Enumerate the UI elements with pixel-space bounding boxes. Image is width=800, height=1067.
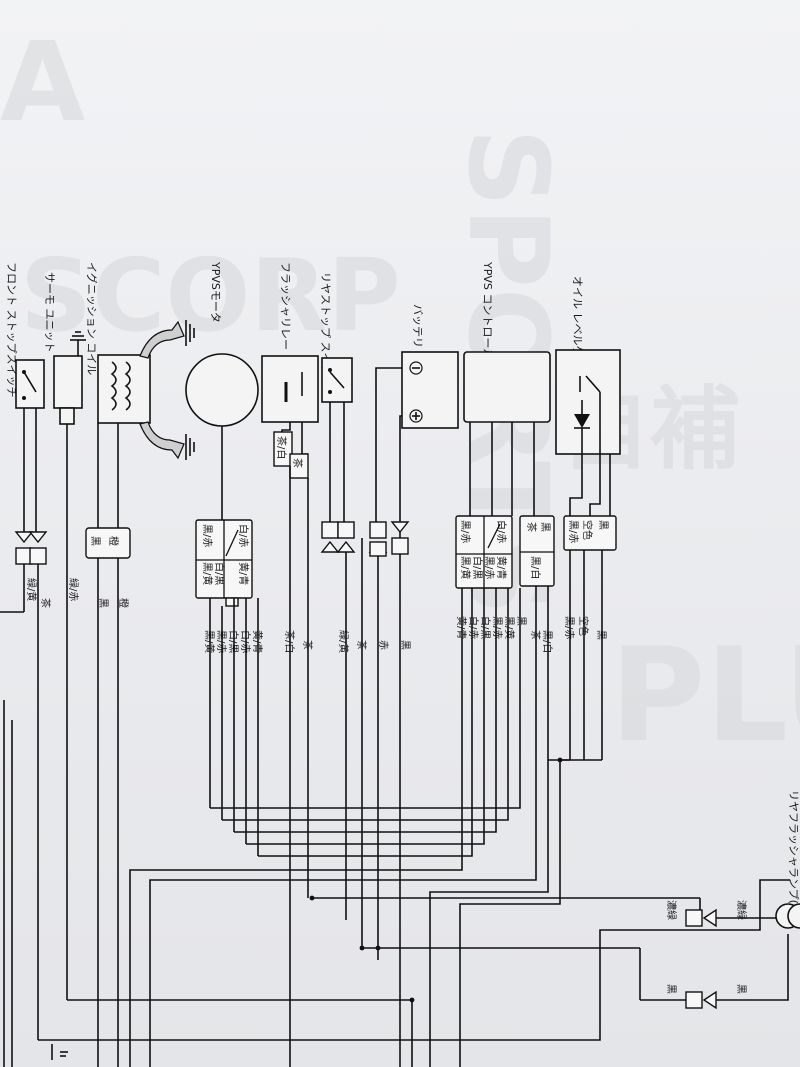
wire-label: 白/赤 [239, 630, 252, 653]
wire-label: 茶/白 [283, 630, 296, 653]
wire-label: 黒 [595, 630, 607, 640]
wire-label: 濃緑 [735, 900, 748, 920]
ypvs-motor [185, 353, 259, 427]
ypvs-motor-pin-2: 白/黒 [213, 562, 226, 585]
wire-label: 黒/黄 [503, 616, 516, 639]
ignition-coil-connector: 黒 橙 [85, 527, 131, 559]
ignition-coil-label: イグニッション コイル [85, 262, 99, 375]
ground-symbol [51, 1044, 68, 1060]
oil-connector-pin-3: 黒 [597, 520, 609, 530]
wire-label: 黒 [97, 598, 109, 608]
ypvs-control-pin-3: 黒/赤 [483, 556, 495, 579]
ypvs-control-unit [463, 351, 551, 423]
ypvs-control-pin-2: 白/黒 [471, 556, 484, 579]
oil-level-gauge [555, 349, 621, 455]
wire-label: 緑/黄 [25, 578, 38, 601]
ypvs-control-pin-4: 黒/赤 [459, 520, 471, 543]
flasher-relay-connector: 茶/白 茶 [273, 431, 309, 479]
wire-label: 赤 [377, 640, 389, 650]
flasher-connector-pin-1: 茶/白 [275, 436, 288, 459]
wire-labels: 緑/黄 茶 緑/赤 黒 橙 黒/黄 黒/赤 白/黒 白/赤 黄/青 茶/白 茶 … [25, 578, 748, 994]
lower-wires [0, 466, 790, 1067]
wire-label: 茶 [355, 640, 368, 650]
ypvs-control-pin-1: 黒/黄 [459, 556, 472, 579]
rear-switch-couplers [320, 521, 410, 557]
ypvs-motor-pin-4: 黒/赤 [201, 524, 213, 547]
wire-label: 茶 [39, 598, 52, 608]
wire-label: 黄/青 [251, 630, 264, 653]
ypvs-motor-pin-5: 白/赤 [237, 524, 250, 547]
wire-label: 緑/黄 [337, 630, 350, 653]
upper-wires [23, 367, 611, 580]
ghost-text-3: SCORP [20, 237, 401, 354]
wire-label: 緑/赤 [67, 578, 80, 601]
wire-label: 黒 [399, 640, 411, 650]
oil-connector-pin-2: 空色 [581, 520, 594, 540]
flasher-connector-pin-2: 茶 [291, 458, 304, 468]
wire-label: 茶 [301, 640, 314, 650]
ghost-text-5: PLU [610, 619, 800, 771]
oil-connector-pin-1: 黒/赤 [567, 520, 579, 543]
ypvs-motor-label: YPVSモータ [209, 261, 222, 323]
rear-flasher-lamp [685, 903, 800, 1010]
flasher-relay-label: フラッシャリレー [279, 262, 292, 350]
ypvs-small-pin-1: 茶 [525, 522, 538, 532]
wire-label: 白/赤 [467, 616, 480, 639]
wire-label: 黒/赤 [215, 630, 227, 653]
ypvs-control-pin-5: 黄/青 [495, 556, 508, 579]
thermo-unit [53, 331, 86, 425]
front-stop-switch-label: フロント ストップスイッチ [5, 262, 18, 398]
wire-label: 黒 [735, 984, 747, 994]
ypvs-motor-connector: 黒/黄 白/黒 黄/青 黒/赤 白/赤 [195, 519, 253, 607]
front-stop-switch [15, 359, 45, 409]
ignition-coil [97, 320, 195, 460]
ypvs-motor-pin-1: 黒/黄 [201, 562, 214, 585]
rear-flasher-lamp-label: リヤフラッシャランプ(右) [787, 790, 800, 919]
wire-label: 黒/黄 [203, 630, 216, 653]
ignition-connector-pin-1: 黒 [89, 536, 101, 546]
wire-label: 黒 [515, 616, 527, 626]
wire-label: 黒/赤 [563, 616, 575, 639]
rear-stop-switch-label: リヤストップ スイッチ [319, 272, 332, 386]
ignition-connector-pin-2: 橙 [107, 536, 120, 546]
wire-label: 茶 [529, 630, 542, 640]
front-stop-couplers [14, 531, 48, 565]
rear-stop-switch [321, 357, 353, 403]
ypvs-small-pin-3: 黒/白 [529, 556, 542, 579]
wire-label: 橙 [117, 598, 130, 608]
wire-label: 白/黒 [227, 630, 240, 653]
ypvs-control-pin-6: 白/赤 [495, 520, 508, 543]
oil-gauge-connector: 黒/赤 空色 黒 [563, 515, 617, 551]
ypvs-control-connector: 黒/黄 白/黒 黒/赤 黒/赤 黄/青 白/赤 [455, 515, 513, 589]
wire-label: 濃緑 [665, 900, 678, 920]
wire-label: 黒/白 [541, 630, 554, 653]
ypvs-control-small-connector: 茶 黒 黒/白 [519, 515, 555, 587]
ypvs-small-pin-2: 黒 [539, 522, 551, 532]
wire-label: 白/黒 [479, 616, 492, 639]
wire-label: 黒 [665, 984, 677, 994]
wire-label: 黒/赤 [491, 616, 503, 639]
ghost-text-1: A [0, 18, 85, 146]
ypvs-motor-pin-3: 黄/青 [237, 562, 250, 585]
thermo-unit-label: サーモ ユニット [43, 272, 56, 353]
wire-label: 黄/青 [455, 616, 468, 639]
wire-label: 空色 [577, 616, 590, 636]
battery [401, 351, 459, 429]
flasher-relay [261, 355, 319, 423]
